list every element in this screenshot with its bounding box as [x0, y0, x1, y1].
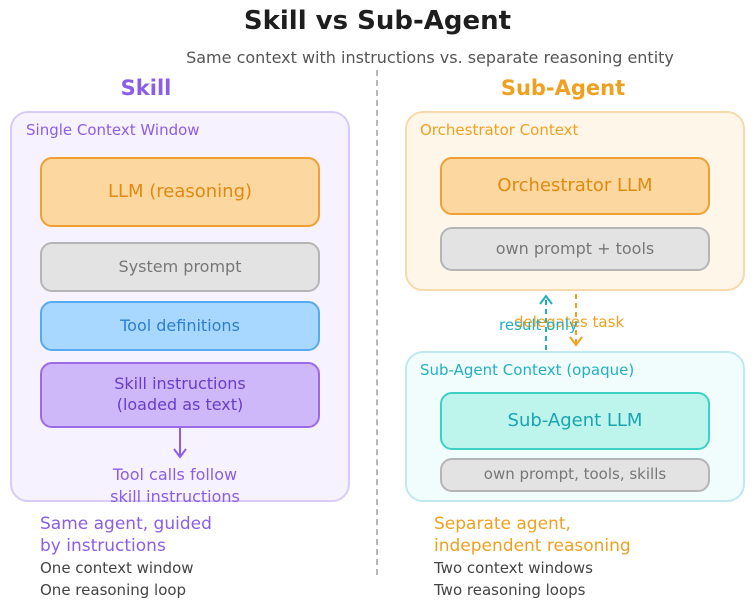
subagent-summary: Separate agent, independent reasoning: [434, 514, 631, 557]
subagent-prompt-box: own prompt, tools, skills: [440, 458, 710, 492]
orchestrator-llm-box: Orchestrator LLM: [440, 157, 710, 215]
result-only-label: result only: [499, 316, 578, 334]
tool-calls-note: Tool calls follow skill instructions: [110, 465, 240, 506]
diagram-title: Skill vs Sub-Agent: [243, 6, 512, 36]
subagent-detail-loop: Two reasoning loops: [434, 581, 586, 599]
column-divider: [376, 70, 378, 575]
orchestrator-context-label: Orchestrator Context: [420, 121, 579, 139]
result-delegate-arrows: [539, 294, 583, 350]
system-prompt-box: System prompt: [40, 242, 320, 292]
skill-summary: Same agent, guided by instructions: [40, 514, 212, 557]
subagent-llm-box: Sub-Agent LLM: [440, 392, 710, 450]
tool-definitions-box: Tool definitions: [40, 301, 320, 351]
subagent-context-label: Sub-Agent Context (opaque): [420, 361, 635, 379]
subagent-heading: Sub-Agent: [500, 76, 626, 100]
orchestrator-prompt-box: own prompt + tools: [440, 227, 710, 271]
skill-detail-loop: One reasoning loop: [40, 581, 187, 599]
skill-detail-context: One context window: [40, 559, 194, 577]
subagent-detail-context: Two context windows: [434, 559, 593, 577]
tool-calls-arrow: [173, 428, 187, 459]
llm-reasoning-box: LLM (reasoning): [40, 157, 320, 227]
delegates-task-label: delegates task: [514, 313, 625, 331]
skill-heading: Skill: [120, 76, 172, 100]
skill-instructions-box: Skill instructions (loaded as text): [40, 362, 320, 428]
single-context-label: Single Context Window: [26, 121, 200, 139]
diagram-subtitle: Same context with instructions vs. separ…: [186, 48, 674, 67]
